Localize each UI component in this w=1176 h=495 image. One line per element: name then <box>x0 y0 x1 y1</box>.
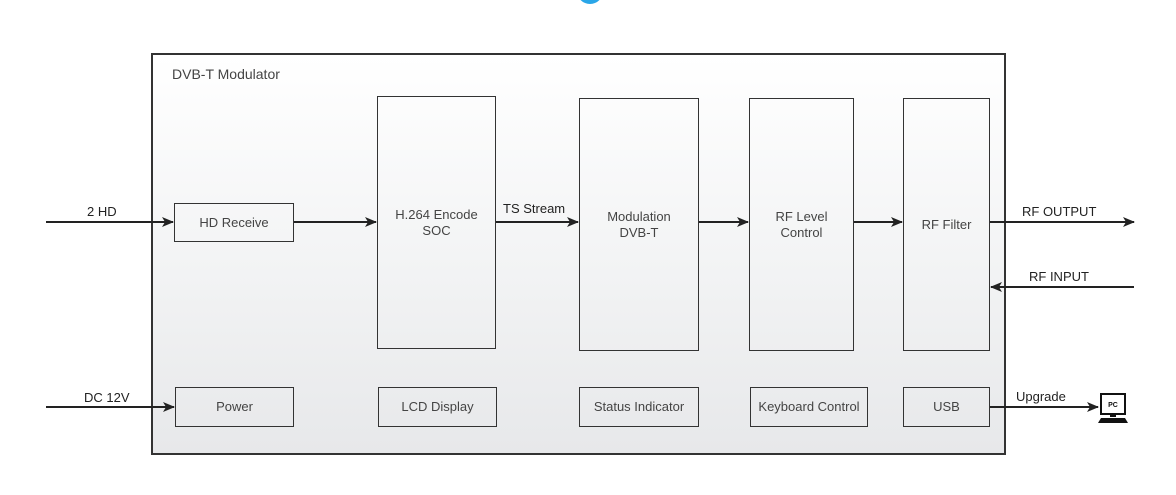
block-h264-encode-soc: H.264 Encode SOC <box>377 96 496 349</box>
block-modulation-dvbt: Modulation DVB-T <box>579 98 699 351</box>
diagram-title: DVB-T Modulator <box>172 66 280 82</box>
pc-label: PC <box>1108 402 1118 409</box>
block-lcd-display: LCD Display <box>378 387 497 427</box>
block-keyboard-control: Keyboard Control <box>750 387 868 427</box>
block-hd-receive: HD Receive <box>174 203 294 242</box>
block-rf-level-control: RF Level Control <box>749 98 854 351</box>
block-rf-filter: RF Filter <box>903 98 990 351</box>
label-dc-input: DC 12V <box>84 390 130 405</box>
block-usb: USB <box>903 387 990 427</box>
top-accent-circle <box>577 0 603 4</box>
pc-monitor-icon: PC <box>1098 393 1128 423</box>
block-power: Power <box>175 387 294 427</box>
label-rf-output: RF OUTPUT <box>1022 204 1097 219</box>
label-hd-input: 2 HD <box>87 204 117 219</box>
label-rf-input: RF INPUT <box>1029 269 1089 284</box>
label-ts-stream: TS Stream <box>503 201 566 216</box>
label-upgrade: Upgrade <box>1016 389 1066 404</box>
block-status-indicator: Status Indicator <box>579 387 699 427</box>
